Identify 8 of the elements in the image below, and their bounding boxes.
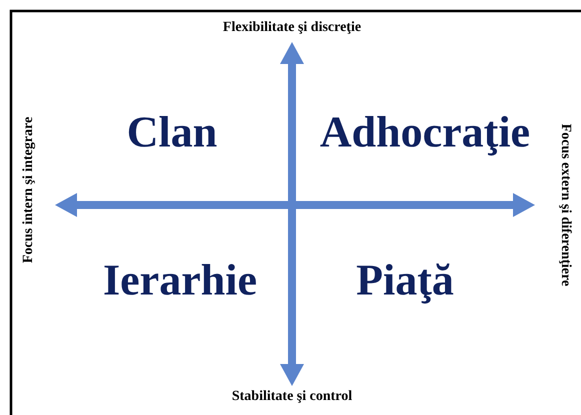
axis-label: Stabilitate şi control <box>232 389 352 405</box>
quadrant-label: Ierarhie <box>103 254 257 306</box>
axis-label: Flexibilitate şi discreţie <box>222 20 362 36</box>
axis-label: Focus intern şi integrare <box>21 116 37 264</box>
quadrant-label: Clan <box>126 106 218 158</box>
quadrant-label: Adhocraţie <box>320 106 530 158</box>
axis-label: Focus extern şi diferenţiere <box>557 124 573 286</box>
quadrant-label: Piaţă <box>356 254 454 306</box>
